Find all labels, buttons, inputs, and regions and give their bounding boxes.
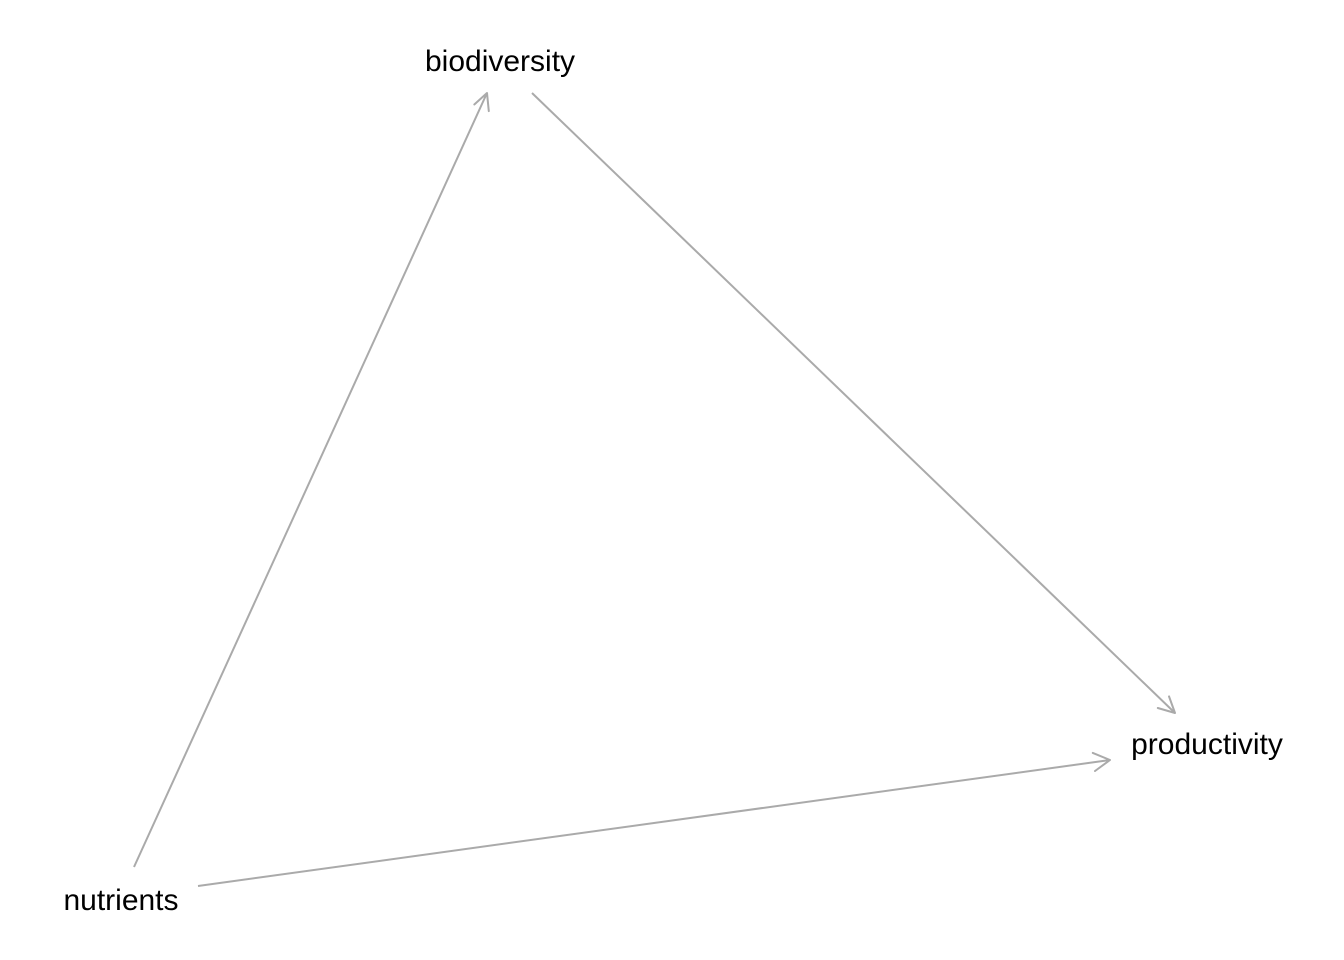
edge-nutrients-biodiversity	[133, 92, 490, 868]
edge-nutrients-productivity	[197, 751, 1111, 887]
arrowhead-icon	[1156, 695, 1176, 714]
node-nutrients: nutrients	[63, 884, 178, 917]
arrowhead-icon	[473, 92, 490, 113]
edge-line	[133, 92, 488, 868]
edge-line	[531, 92, 1176, 714]
node-productivity: productivity	[1131, 728, 1283, 761]
node-biodiversity: biodiversity	[425, 45, 575, 78]
edge-biodiversity-productivity	[531, 92, 1176, 714]
edge-line	[197, 759, 1111, 887]
arrowhead-icon	[1091, 751, 1111, 772]
